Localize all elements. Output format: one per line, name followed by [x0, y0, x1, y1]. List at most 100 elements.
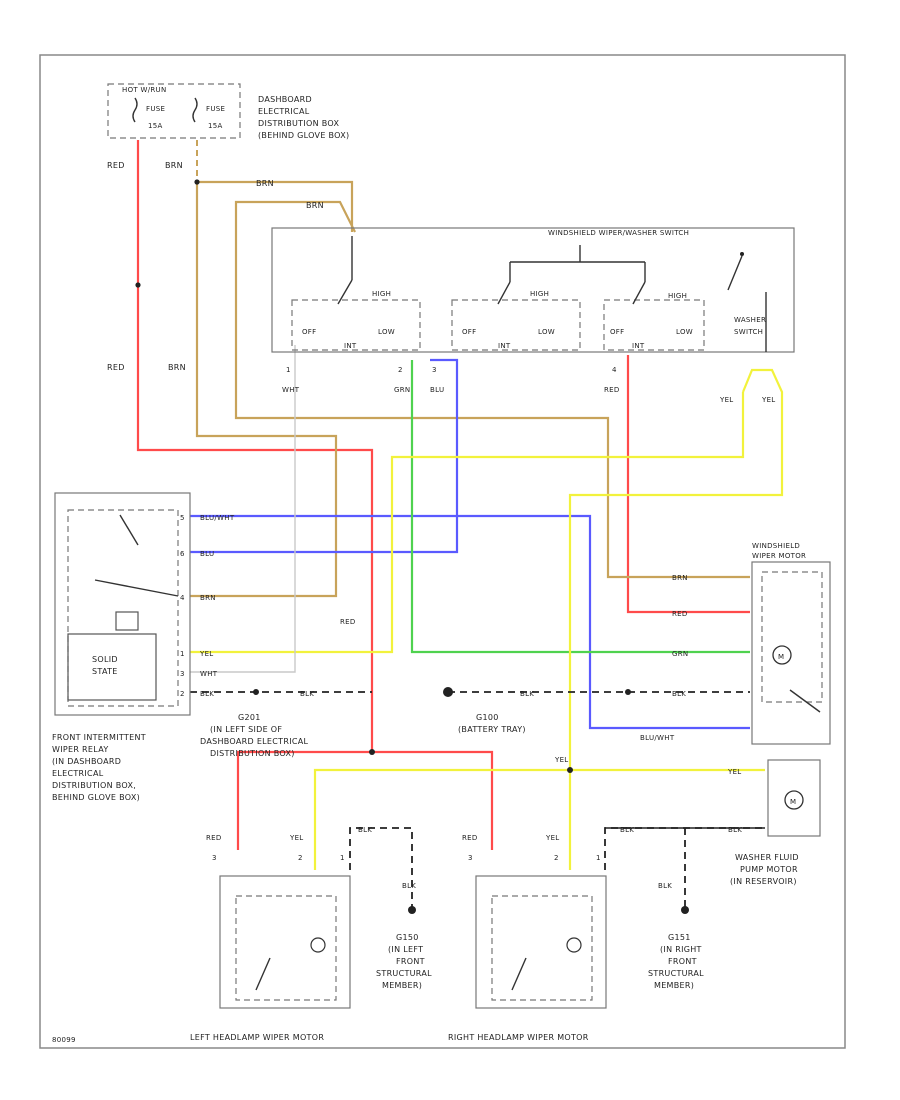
sw3-high: HIGH — [668, 292, 687, 300]
motor-title-2: WIPER MOTOR — [752, 552, 806, 560]
left-hl-motor-icon — [310, 937, 326, 953]
washer-switch-contact — [740, 252, 744, 256]
brn-relay-wire — [190, 182, 338, 598]
fuse1-amp: 15A — [148, 122, 163, 130]
brn-switch-wire — [197, 180, 354, 232]
label-blk-g100: BLK — [520, 690, 534, 698]
fuse1-label: FUSE — [146, 105, 165, 113]
right-hl-red: RED — [462, 834, 478, 842]
g150-5: MEMBER) — [382, 981, 422, 990]
washer-pump: M WASHER FLUID PUMP MOTOR (IN RESERVOIR) — [730, 759, 821, 886]
relay-pin-1-color: YEL — [199, 650, 214, 658]
label-yel-junction: YEL — [554, 756, 569, 764]
sw3-int: INT — [632, 342, 645, 350]
ground-g151-dot — [681, 906, 689, 914]
yel-washer-wire — [568, 368, 784, 870]
blk-left-ground — [349, 827, 413, 910]
fuse2-amp: 15A — [208, 122, 223, 130]
pump-outline — [767, 759, 821, 837]
g150-1: G150 — [396, 933, 419, 942]
left-hl-yel: YEL — [289, 834, 304, 842]
relay-title-3: (IN DASHBOARD — [52, 757, 121, 766]
g201-4: DISTRIBUTION BOX) — [210, 749, 295, 758]
label-yel-pump: YEL — [727, 768, 742, 776]
relay-inner — [67, 509, 179, 707]
label-red-mid: RED — [107, 363, 125, 372]
pump-icon — [784, 790, 804, 810]
solid-state-box — [67, 633, 157, 701]
g151-2: (IN RIGHT — [660, 945, 702, 954]
sw3-off: OFF — [610, 328, 624, 336]
relay-pin-2-color: BLK — [200, 690, 214, 698]
sw2-high: HIGH — [530, 290, 549, 298]
left-headlamp-motor: RED YEL BLK 3 2 1 LEFT HEADLAMP WIPER MO… — [190, 826, 372, 1042]
yellow-wires — [190, 368, 784, 870]
diagram-border — [39, 54, 846, 1049]
intermittent-relay: SOLID STATE 5 BLU/WHT 6 BLU 4 BRN 1 YEL … — [52, 492, 235, 802]
fuse-block-outline — [107, 83, 241, 139]
switch-arm-1 — [337, 279, 353, 305]
motor-pin-blk: BLK — [672, 690, 686, 698]
pin-2: 2 — [398, 366, 403, 374]
label-red-top: RED — [107, 161, 125, 170]
sw2-int: INT — [498, 342, 511, 350]
relay-title-6: BEHIND GLOVE BOX) — [52, 793, 140, 802]
motor-pin-brn: BRN — [672, 574, 688, 582]
splice-yel — [567, 767, 573, 773]
g201-2: (IN LEFT SIDE OF — [210, 725, 282, 734]
pump-title-1: WASHER FLUID — [735, 853, 799, 862]
pump-m: M — [790, 798, 796, 806]
right-hl-motor-icon — [566, 937, 582, 953]
left-hl-outline — [219, 875, 351, 1009]
wiper-switch: WINDSHIELD WIPER/WASHER SWITCH OFF LOW I… — [271, 227, 795, 394]
relay-pin-5-color: BLU/WHT — [200, 514, 235, 522]
splice-red — [135, 282, 141, 288]
relay-pin-4: 4 — [180, 594, 185, 602]
wht-wire — [190, 345, 296, 673]
switch-title: WINDSHIELD WIPER/WASHER SWITCH — [548, 229, 689, 237]
label-brn-a: BRN — [256, 179, 274, 188]
ground-g150-dot — [408, 906, 416, 914]
right-hl-title: RIGHT HEADLAMP WIPER MOTOR — [448, 1033, 589, 1042]
red-feed-wire — [136, 140, 374, 752]
ground-g201-dot — [253, 689, 259, 695]
switch-link — [510, 245, 645, 263]
sw2-off: OFF — [462, 328, 476, 336]
solid-state-2: STATE — [92, 667, 118, 676]
motor-pin-grn: GRN — [672, 650, 688, 658]
relay-pin-6-color: BLU — [200, 550, 214, 558]
relay-title-2: WIPER RELAY — [52, 745, 109, 754]
left-hl-pin-2: 2 — [298, 854, 303, 862]
switch-section-1 — [291, 299, 421, 351]
ground-g100-dot — [443, 687, 453, 697]
right-hl-yel: YEL — [545, 834, 560, 842]
label-blk-right: BLK — [658, 882, 672, 890]
windshield-wiper-motor: M WINDSHIELD WIPER MOTOR BRN RED GRN BLK… — [640, 542, 831, 745]
splice-brn — [194, 179, 200, 185]
left-hl-switch — [255, 957, 271, 991]
motor-pin-red: RED — [672, 610, 688, 618]
right-hl-blk: BLK — [620, 826, 634, 834]
relay-title-4: ELECTRICAL — [52, 769, 104, 778]
right-hl-switch — [511, 957, 527, 991]
label-brn-top: BRN — [165, 161, 183, 170]
brown-wires — [190, 140, 750, 598]
fuse-block-desc-1: DASHBOARD — [258, 95, 312, 104]
blue-wires — [190, 358, 750, 730]
yel-relay-wire — [190, 392, 745, 654]
label-blk-left: BLK — [402, 882, 416, 890]
switch-section-3 — [603, 299, 705, 351]
g151-3: FRONT — [668, 957, 697, 966]
label-blk-g201: BLK — [300, 690, 314, 698]
sw1-high: HIGH — [372, 290, 391, 298]
pump-title-2: PUMP MOTOR — [740, 865, 798, 874]
sw1-low: LOW — [378, 328, 395, 336]
relay-pin-6: 6 — [180, 550, 185, 558]
fuse1-icon — [132, 97, 138, 123]
right-hl-pin-2: 2 — [554, 854, 559, 862]
motor-pin-bluwht: BLU/WHT — [640, 734, 675, 742]
relay-pin-3-color: WHT — [200, 670, 218, 678]
right-hl-pin-3: 3 — [468, 854, 473, 862]
motor-m: M — [778, 653, 784, 661]
